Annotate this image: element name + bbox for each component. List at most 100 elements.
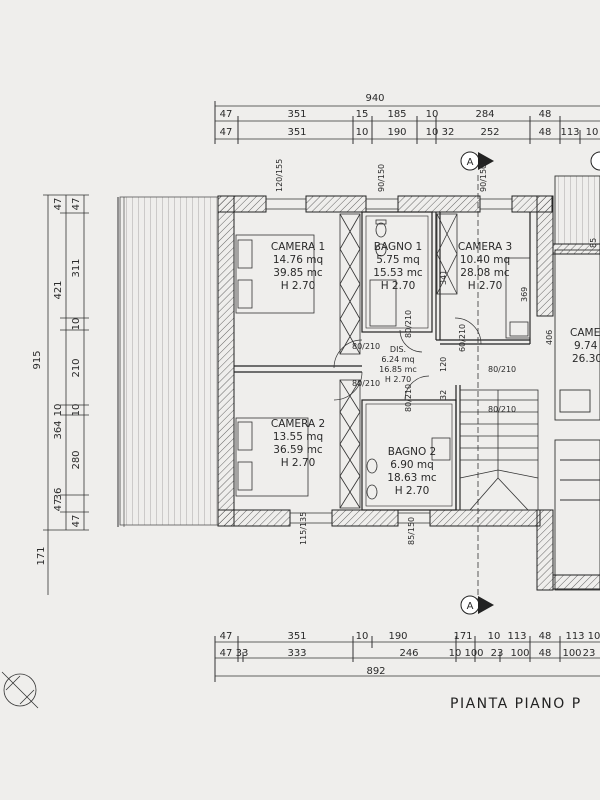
- dim-label: 48: [539, 631, 552, 642]
- dim-label: 23: [583, 648, 596, 659]
- opening-label: 120: [439, 357, 448, 372]
- room-height: H 2.70: [468, 280, 503, 292]
- section-marker-right: [590, 151, 600, 171]
- dim-label: 113: [565, 631, 584, 642]
- room-volume: 16.85 mc: [379, 365, 417, 374]
- dim-label: 185: [387, 109, 406, 120]
- dim-top-row1: 47 351 15 185 10 284 48: [220, 109, 552, 120]
- dim-label: 100: [562, 648, 581, 659]
- dim-label: 10: [356, 631, 369, 642]
- dim-label: 10: [586, 127, 599, 138]
- dim-label: 100: [464, 648, 483, 659]
- left-dimension-lines: [43, 194, 89, 595]
- dim-label: 36: [53, 488, 64, 501]
- room-camera-1: CAMERA 1 14.76 mq 39.85 mc H 2.70: [271, 241, 325, 292]
- dim-label: 48: [539, 127, 552, 138]
- room-name: DIS.: [390, 345, 406, 354]
- room-height: H 2.70: [381, 280, 416, 292]
- windows: [266, 198, 512, 524]
- room-volume: 18.63 mc: [387, 472, 437, 484]
- beds: [235, 234, 531, 497]
- room-disimpegno: DIS. 6.24 mq 16.85 mc H 2.70: [379, 345, 417, 384]
- room-area: 6.90 mq: [390, 459, 434, 471]
- dim-label: 10: [488, 631, 501, 642]
- interior-walls: [234, 211, 531, 511]
- opening-label: 341: [439, 270, 448, 285]
- room-name: CAMERA 1: [271, 241, 325, 253]
- room-name: BAGNO 2: [388, 446, 436, 458]
- room-volume: 28.08 mc: [460, 267, 510, 279]
- dim-label: 280: [71, 450, 82, 469]
- dim-label: 351: [287, 631, 306, 642]
- section-marker-bottom: A: [460, 595, 494, 615]
- bathroom-fixtures: [366, 219, 451, 500]
- dim-label: 351: [287, 109, 306, 120]
- dim-bottom-row1: 47 351 10 190 171 10 113 48 113 10: [220, 631, 600, 642]
- room-height: H 2.70: [281, 457, 316, 469]
- dim-label: 47: [220, 631, 233, 642]
- dim-label: 190: [387, 127, 406, 138]
- room-area: 5.75 mq: [376, 254, 420, 266]
- dim-label: 364: [53, 420, 64, 439]
- dim-label: 47: [220, 109, 233, 120]
- dim-top-row2: 47 351 10 190 10 32 252 48 113 10: [220, 127, 599, 138]
- opening-label: 80/210: [404, 310, 413, 338]
- opening-label: 115/135: [299, 512, 308, 545]
- drawing-title: PIANTA PIANO P: [450, 696, 582, 712]
- dim-left-overall: 915: [32, 350, 43, 369]
- section-marker-label: A: [467, 601, 474, 612]
- dim-label: 171: [453, 631, 472, 642]
- dim-label: 311: [71, 258, 82, 277]
- dim-label: 190: [388, 631, 407, 642]
- dim-label: 47: [71, 515, 82, 528]
- room-volume: 15.53 mc: [373, 267, 423, 279]
- opening-label: 90/150: [479, 164, 488, 192]
- dim-bottom-row2: 47 33 333 246 10 100 23 100 48 100 23: [220, 648, 596, 659]
- dim-label: 252: [480, 127, 499, 138]
- room-camera-adjacent: CAMER 9.74 26.30: [570, 327, 600, 365]
- opening-label: 120/155: [275, 159, 284, 192]
- room-camera-2: CAMERA 2 13.55 mq 36.59 mc H 2.70: [271, 418, 325, 469]
- section-marker-label: A: [467, 157, 474, 168]
- dim-label: 351: [287, 127, 306, 138]
- dim-left-col1: 47 421 10 364 47 36 171: [36, 198, 64, 566]
- dim-label: 10: [53, 404, 64, 417]
- room-area: 13.55 mq: [273, 431, 323, 443]
- opening-label: 85: [589, 238, 598, 248]
- opening-annotations: 120/155 90/150 90/150 115/135 85/150 80/…: [275, 159, 598, 545]
- dim-label: 10: [426, 109, 439, 120]
- top-dimension-lines: [214, 101, 600, 144]
- dim-label: 10: [449, 648, 462, 659]
- room-area: 6.24 mq: [381, 355, 414, 364]
- dim-label: 15: [356, 109, 369, 120]
- dim-label: 10: [426, 127, 439, 138]
- opening-label: 60/210: [458, 324, 467, 352]
- room-name: CAMER: [570, 327, 600, 339]
- dim-label: 246: [399, 648, 418, 659]
- dim-label: 47: [220, 648, 233, 659]
- north-arrow-icon: [1, 671, 39, 709]
- room-bagno-1: BAGNO 1 5.75 mq 15.53 mc H 2.70: [373, 241, 423, 292]
- dim-label: 32: [442, 127, 455, 138]
- opening-label: 406: [545, 330, 554, 345]
- dim-label: 100: [510, 648, 529, 659]
- room-area: 9.74: [574, 340, 598, 352]
- dim-label: 10: [588, 631, 600, 642]
- opening-label: 90/150: [377, 164, 386, 192]
- dim-label: 10: [71, 404, 82, 417]
- dim-label: 284: [475, 109, 494, 120]
- room-name: CAMERA 2: [271, 418, 325, 430]
- room-volume: 36.59 mc: [273, 444, 323, 456]
- opening-label: 85/150: [407, 517, 416, 545]
- opening-label: 80/210: [404, 384, 413, 412]
- dim-label: 23: [491, 648, 504, 659]
- dim-label: 33: [236, 648, 249, 659]
- room-camera-3: CAMERA 3 10.40 mq 28.08 mc H 2.70: [458, 241, 512, 292]
- dim-label: 47: [53, 499, 64, 512]
- dim-label: 10: [71, 318, 82, 331]
- room-name: BAGNO 1: [374, 241, 422, 253]
- dim-label: 421: [53, 280, 64, 299]
- bottom-dimension-lines: [214, 636, 600, 682]
- opening-label: 80/210: [488, 365, 516, 374]
